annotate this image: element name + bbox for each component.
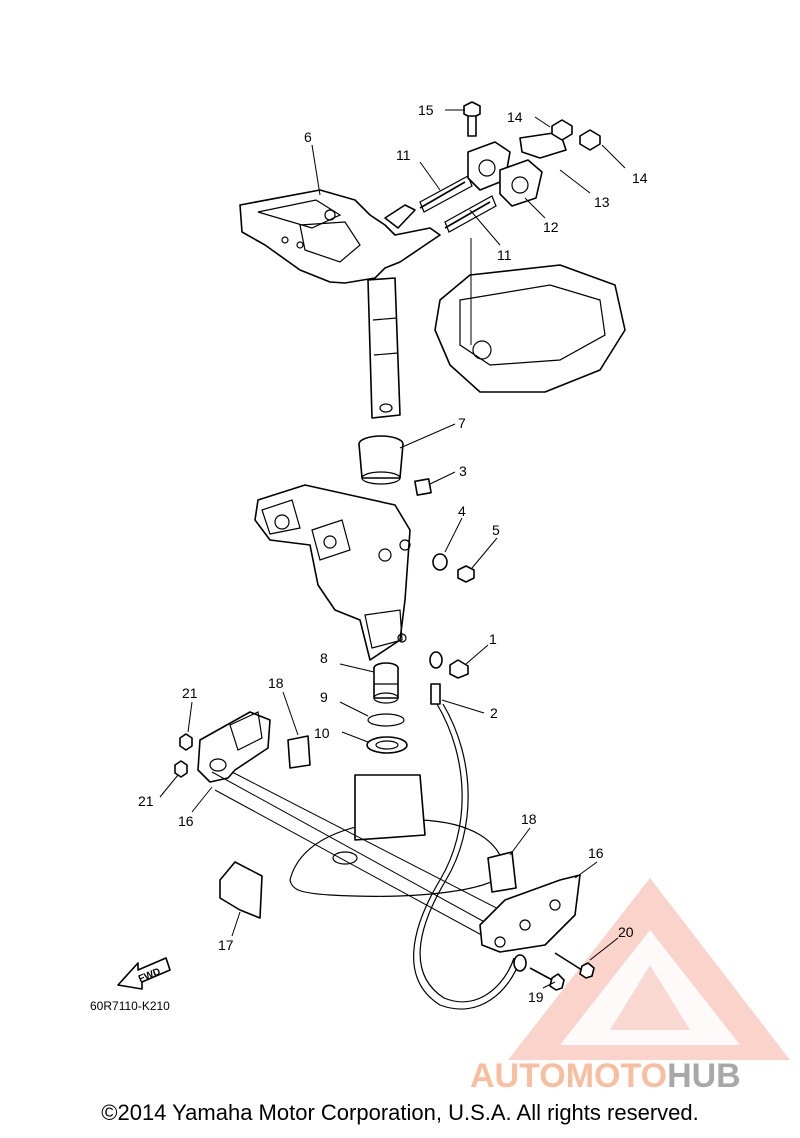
callout-4: 4 bbox=[458, 503, 466, 519]
callout-3: 3 bbox=[459, 463, 467, 479]
mount-bracket-part-16-right bbox=[479, 874, 581, 953]
callout-15: 15 bbox=[418, 102, 434, 118]
bushing-part-8 bbox=[373, 662, 399, 704]
nuts-part-21 bbox=[174, 733, 193, 778]
stud-bolts-part-11 bbox=[419, 175, 497, 233]
callout-18-left: 18 bbox=[268, 675, 284, 691]
callout-16-left: 16 bbox=[178, 813, 194, 829]
fwd-arrow-icon: FWD bbox=[117, 957, 171, 990]
watermark-automoto: AUTOMOTO bbox=[470, 1057, 667, 1095]
callout-13: 13 bbox=[594, 194, 610, 210]
bolt-part-1 bbox=[449, 659, 469, 679]
svg-text:AUTOMOTOHUB: AUTOMOTOHUB bbox=[470, 1057, 741, 1095]
callout-1: 1 bbox=[489, 631, 497, 647]
callout-11-top: 11 bbox=[396, 147, 411, 163]
callout-6: 6 bbox=[304, 129, 312, 145]
damper-part-18-right bbox=[487, 851, 517, 893]
nuts-part-14 bbox=[551, 119, 601, 151]
callout-9: 9 bbox=[320, 689, 328, 705]
callout-14-right: 14 bbox=[632, 170, 648, 186]
automotohub-watermark-logo bbox=[508, 878, 790, 1060]
seal-part-10 bbox=[366, 736, 408, 754]
mount-bracket-part-16-left bbox=[197, 711, 271, 783]
callout-8: 8 bbox=[320, 650, 328, 666]
mount-rubber-part-12 bbox=[467, 141, 543, 207]
callout-12: 12 bbox=[543, 219, 559, 235]
automotohub-watermark-text: AUTOMOTOHUB bbox=[470, 1057, 741, 1095]
callout-7: 7 bbox=[458, 415, 466, 431]
lower-mount-area bbox=[289, 774, 506, 897]
washer-part-3 bbox=[414, 478, 432, 496]
damper-part-18-left bbox=[287, 735, 311, 769]
callout-17: 17 bbox=[218, 937, 234, 953]
callout-14-top: 14 bbox=[507, 109, 523, 125]
callout-2: 2 bbox=[490, 705, 498, 721]
watermark-triangle-inner bbox=[560, 930, 740, 1045]
callout-18-right: 18 bbox=[521, 811, 537, 827]
watermark-hub: HUB bbox=[667, 1057, 741, 1095]
swivel-bracket bbox=[254, 484, 411, 661]
bolt-part-19 bbox=[529, 967, 565, 991]
callout-5: 5 bbox=[492, 522, 500, 538]
callout-21-bottom: 21 bbox=[138, 793, 154, 809]
bolt-part-5 bbox=[457, 565, 475, 583]
callout-10: 10 bbox=[314, 725, 330, 741]
collar-part-4 bbox=[432, 553, 448, 571]
callout-16-right: 16 bbox=[588, 845, 604, 861]
copyright-notice: ©2014 Yamaha Motor Corporation, U.S.A. A… bbox=[101, 1100, 699, 1125]
bolt-part-20 bbox=[554, 952, 595, 979]
callout-labels: 15 14 14 13 12 11 11 6 7 3 4 5 1 2 8 9 1… bbox=[90, 102, 648, 1013]
steering-arm-part-6 bbox=[239, 189, 441, 419]
callout-11-bottom: 11 bbox=[497, 247, 512, 263]
diagram-code: 60R7110-K210 bbox=[90, 999, 170, 1013]
ground-wire-part-2 bbox=[413, 651, 527, 1010]
cross-rods bbox=[211, 771, 511, 946]
watermark-triangle-core bbox=[610, 965, 690, 1030]
damper-part-17 bbox=[219, 861, 263, 919]
callout-20: 20 bbox=[618, 924, 634, 940]
o-ring-part-9 bbox=[367, 713, 405, 727]
upper-casing-housing bbox=[434, 238, 626, 393]
leader-lines bbox=[159, 109, 626, 989]
bushing-part-7 bbox=[358, 435, 404, 485]
callout-19: 19 bbox=[528, 989, 544, 1005]
callout-21-top: 21 bbox=[182, 685, 198, 701]
bolt-part-15 bbox=[463, 101, 481, 137]
